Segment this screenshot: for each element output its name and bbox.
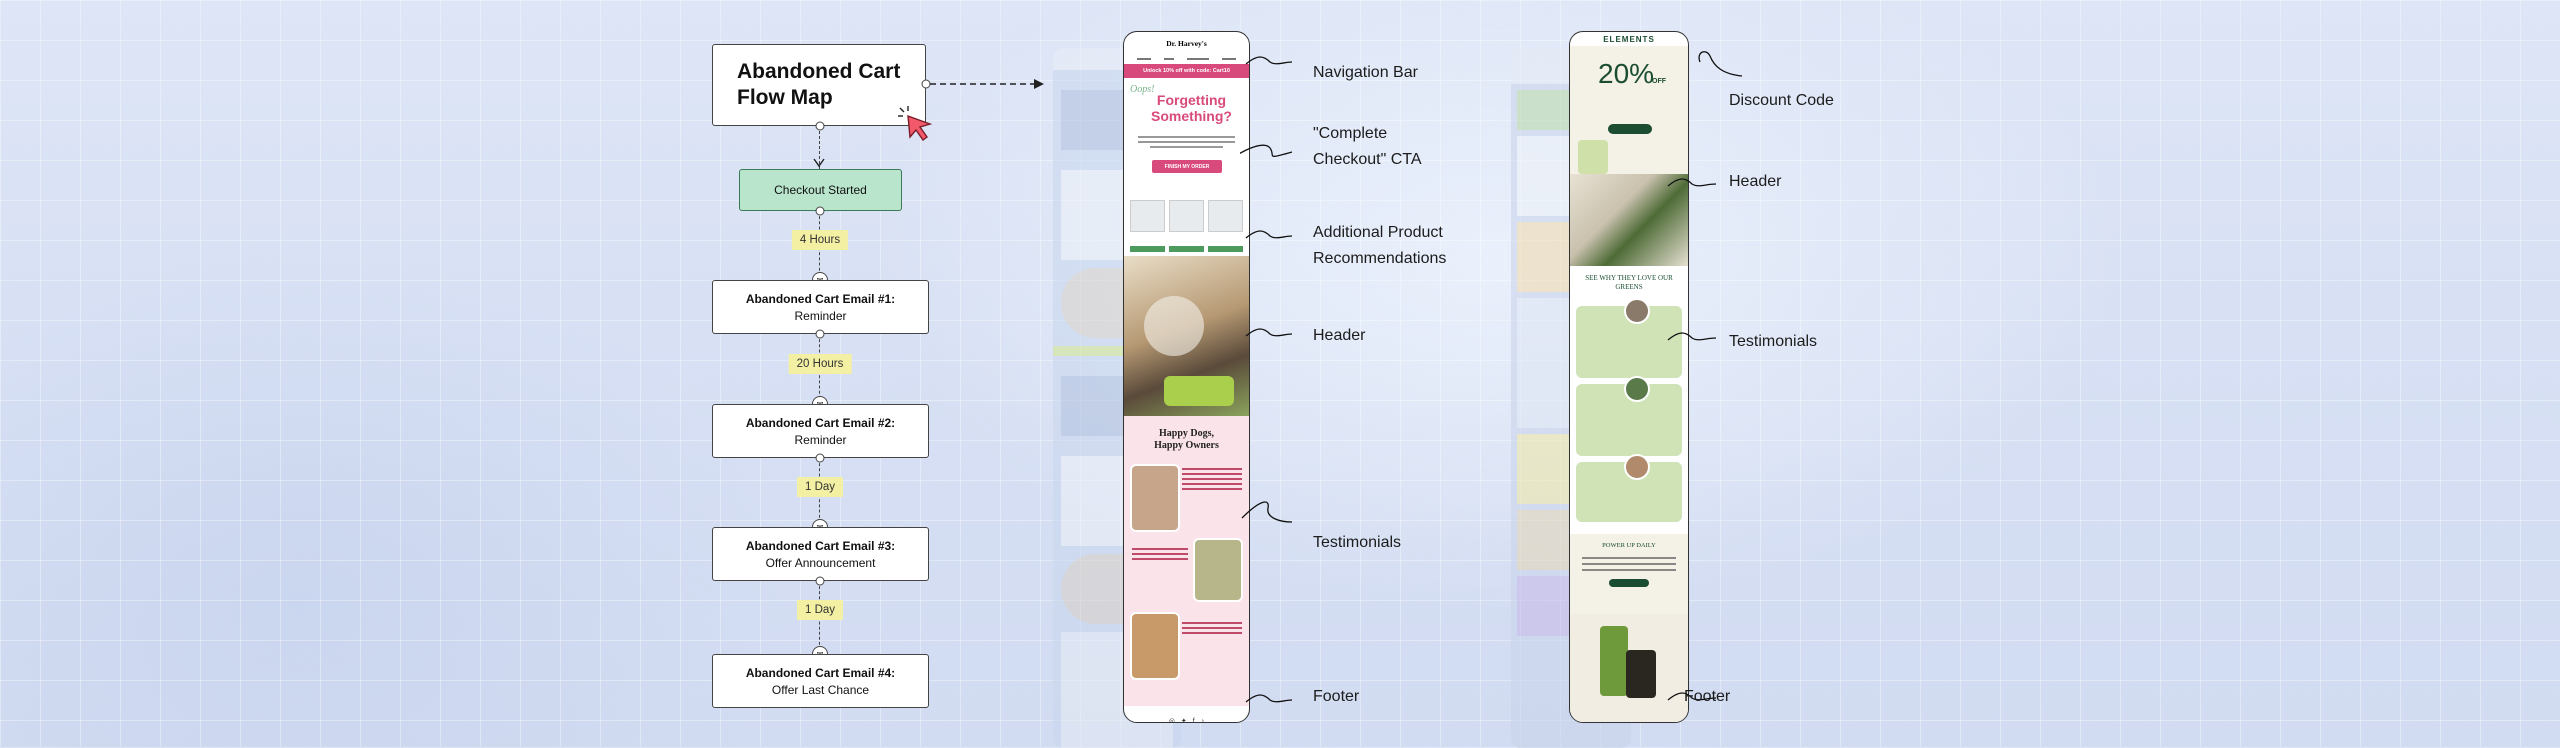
email-preview-drharveys[interactable]: Dr. Harvey's Unlock 10% off with code: C… xyxy=(1123,31,1250,723)
oops-script: Oops! xyxy=(1130,84,1155,95)
facebook-icon: f xyxy=(1192,717,1195,723)
email-node-subtitle: Offer Last Chance xyxy=(771,682,870,697)
email-node-2[interactable]: Abandoned Cart Email #2: Reminder xyxy=(712,404,929,458)
testimonials-title-1: Happy Dogs, xyxy=(1158,428,1214,439)
email-node-subtitle: Reminder xyxy=(794,432,847,447)
discount-code-button[interactable] xyxy=(1608,124,1652,134)
instagram-icon: ◎ xyxy=(1168,718,1175,723)
delay-badge: 1 Day xyxy=(796,600,844,620)
testimonials-title-2: Happy Owners xyxy=(1154,440,1219,451)
discount-off: OFF xyxy=(1652,78,1666,85)
email-node-3[interactable]: Abandoned Cart Email #3: Offer Announcem… xyxy=(712,527,929,581)
hero-dog-image xyxy=(1124,256,1249,416)
callout-cta-line2: Checkout" CTA xyxy=(1313,151,1422,168)
connector-dot xyxy=(815,453,825,463)
callout-lines-b xyxy=(1667,51,1743,701)
power-up-section: POWER UP DAILY xyxy=(1570,534,1688,614)
callout-footer-b: Footer xyxy=(1684,688,1731,705)
callout-cta-line1: "Complete xyxy=(1313,125,1388,142)
header-product-image xyxy=(1570,174,1688,266)
flow-title-line1: Abandoned Cart xyxy=(737,60,901,83)
email-node-4[interactable]: Abandoned Cart Email #4: Offer Last Chan… xyxy=(712,654,929,708)
callout-testimonials: Testimonials xyxy=(1313,534,1402,551)
cursor-icon xyxy=(898,106,933,141)
checkout-started-label: Checkout Started xyxy=(774,183,867,197)
power-up-title: POWER UP DAILY xyxy=(1602,542,1656,549)
delay-badge: 1 Day xyxy=(796,477,844,497)
product-image xyxy=(1570,614,1688,722)
callout-navigation-bar: Navigation Bar xyxy=(1313,64,1418,81)
email-node-title: Abandoned Cart Email #1: xyxy=(745,291,896,306)
tiktok-icon: ♪ xyxy=(1200,717,1205,723)
flow-title-line2: Flow Map xyxy=(737,86,833,109)
arrow-down-icon xyxy=(813,158,825,168)
email-brand: Dr. Harvey's xyxy=(1166,38,1207,48)
connector-dot xyxy=(815,576,825,586)
callout-recs-line1: Additional Product xyxy=(1313,224,1443,241)
product-recommendations xyxy=(1124,196,1249,256)
callout-header: Header xyxy=(1313,327,1366,344)
email-node-subtitle: Reminder xyxy=(794,308,847,323)
callout-recs-line2: Recommendations xyxy=(1313,250,1447,267)
email-nav-bar xyxy=(1124,54,1249,64)
callout-footer: Footer xyxy=(1313,688,1360,705)
connector-line xyxy=(819,126,820,169)
connector-dot xyxy=(815,329,825,339)
callout-lines-a xyxy=(1240,56,1293,703)
flow-to-email-arrow xyxy=(930,79,1044,89)
testimonials-section: Happy Dogs, Happy Owners xyxy=(1124,416,1249,706)
connector-dot xyxy=(815,206,825,216)
flow-title-box[interactable]: Abandoned Cart Flow Map xyxy=(712,44,926,126)
email-node-subtitle: Offer Announcement xyxy=(765,555,876,570)
testimonials-list xyxy=(1570,298,1688,522)
email-b-brand: ELEMENTS xyxy=(1603,34,1655,44)
delay-badge: 20 Hours xyxy=(788,354,852,374)
delay-badge: 4 Hours xyxy=(791,230,849,250)
email-node-title: Abandoned Cart Email #4: xyxy=(745,665,896,680)
discount-percent: 20% xyxy=(1598,58,1655,89)
hero-section: Oops! Forgetting Something? FINISH MY OR… xyxy=(1124,78,1249,196)
email-node-1[interactable]: Abandoned Cart Email #1: Reminder xyxy=(712,280,929,334)
checkout-started-node[interactable]: Checkout Started xyxy=(739,169,902,211)
hero-heading: Forgetting Something? xyxy=(1151,92,1232,124)
email-node-title: Abandoned Cart Email #2: xyxy=(745,415,896,430)
email-node-title: Abandoned Cart Email #3: xyxy=(745,538,896,553)
connector-dot xyxy=(815,121,825,131)
discount-section: 20% OFF xyxy=(1570,46,1688,174)
email-footer-social: ◎ ✦ f ♪ xyxy=(1124,706,1249,723)
twitter-icon: ✦ xyxy=(1180,718,1187,723)
callout-testimonials-b: Testimonials xyxy=(1729,333,1818,350)
finish-order-button[interactable]: FINISH MY ORDER xyxy=(1152,160,1222,173)
callout-discount-code: Discount Code xyxy=(1729,92,1834,109)
promo-banner: Unlock 10% off with code: Cart10 xyxy=(1124,64,1249,78)
callout-header-b: Header xyxy=(1729,173,1782,190)
email-preview-elements[interactable]: ELEMENTS 20% OFF SEE WHY THEY LOVE OUR G… xyxy=(1569,31,1689,723)
testimonials-heading: SEE WHY THEY LOVE OUR GREENS xyxy=(1585,274,1673,291)
